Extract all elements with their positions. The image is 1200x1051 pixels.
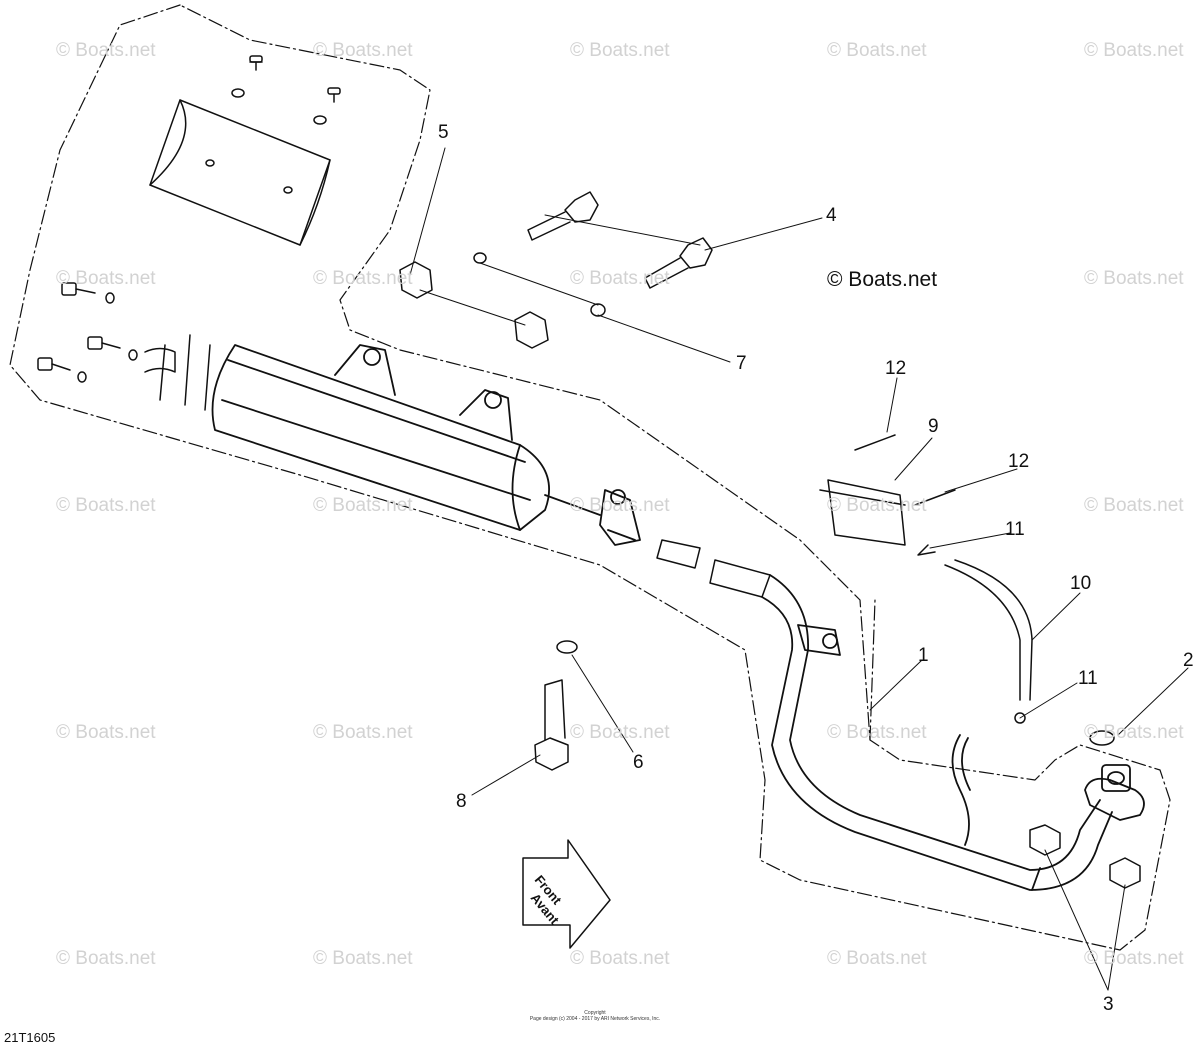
callout-11: 11	[1078, 668, 1098, 689]
connectors	[656, 539, 771, 598]
watermark: © Boats.net	[1084, 948, 1184, 969]
regulator-9	[819, 434, 956, 556]
copyright-line-2: Page design (c) 2004 - 2017 by ARI Netwo…	[529, 1016, 661, 1022]
callout-5: 5	[438, 122, 449, 143]
callout-4: 4	[826, 205, 837, 226]
copyright-line-1: Copyright	[584, 1010, 606, 1016]
copyright-notice: Copyright Page design (c) 2004 - 2017 by…	[480, 1010, 710, 1022]
watermark: © Boats.net	[570, 495, 670, 516]
watermark: © Boats.net	[1084, 268, 1184, 289]
callout-12: 12	[1008, 451, 1030, 472]
callout-11: 11	[1005, 519, 1025, 540]
watermark: © Boats.net	[827, 40, 927, 61]
watermark: © Boats.net	[313, 495, 413, 516]
watermark: © Boats.net	[56, 268, 156, 289]
callout-7: 7	[736, 353, 747, 374]
watermark: © Boats.net	[56, 948, 156, 969]
watermark: © Boats.net	[313, 948, 413, 969]
callout-8: 8	[456, 791, 467, 812]
watermark: © Boats.net	[570, 722, 670, 743]
callout-6: 6	[633, 752, 644, 773]
watermark: © Boats.net	[570, 948, 670, 969]
callout-10: 10	[1070, 573, 1092, 594]
watermark: © Boats.net	[313, 40, 413, 61]
watermark: © Boats.net	[827, 722, 927, 743]
watermark: © Boats.net	[827, 948, 927, 969]
nuts-5	[399, 261, 549, 349]
small-bolts-left	[37, 282, 211, 411]
watermark: © Boats.net	[56, 40, 156, 61]
assembly-outline	[9, 4, 1171, 951]
callout-1: 1	[918, 645, 929, 666]
watermark: © Boats.net	[313, 268, 413, 289]
heat-shield	[149, 55, 341, 246]
watermark: © Boats.net	[1084, 722, 1184, 743]
front-arrow: Front Avant	[522, 839, 611, 949]
watermark: © Boats.net	[56, 495, 156, 516]
watermark: © Boats.net	[56, 722, 156, 743]
callout-9: 9	[928, 416, 939, 437]
header-pipe	[761, 574, 1145, 891]
watermark: © Boats.net	[1084, 40, 1184, 61]
nuts-lower-right	[1029, 730, 1141, 889]
watermark: © Boats.net	[570, 40, 670, 61]
callout-12: 12	[885, 358, 907, 379]
leader-lines	[409, 147, 1189, 991]
bolts-upper	[473, 191, 713, 317]
watermark: © Boats.net	[313, 722, 413, 743]
watermark: © Boats.net	[1084, 495, 1184, 516]
callout-2: 2	[1183, 650, 1194, 671]
watermark: © Boats.net	[827, 495, 927, 516]
diagram-code: 21T1605	[4, 1030, 56, 1045]
watermark: © Boats.net	[570, 268, 670, 289]
bolt-8	[534, 640, 578, 771]
muffler	[211, 344, 641, 546]
hose-10	[944, 559, 1033, 724]
watermark-main: © Boats.net	[827, 268, 938, 291]
callout-3: 3	[1103, 994, 1114, 1015]
